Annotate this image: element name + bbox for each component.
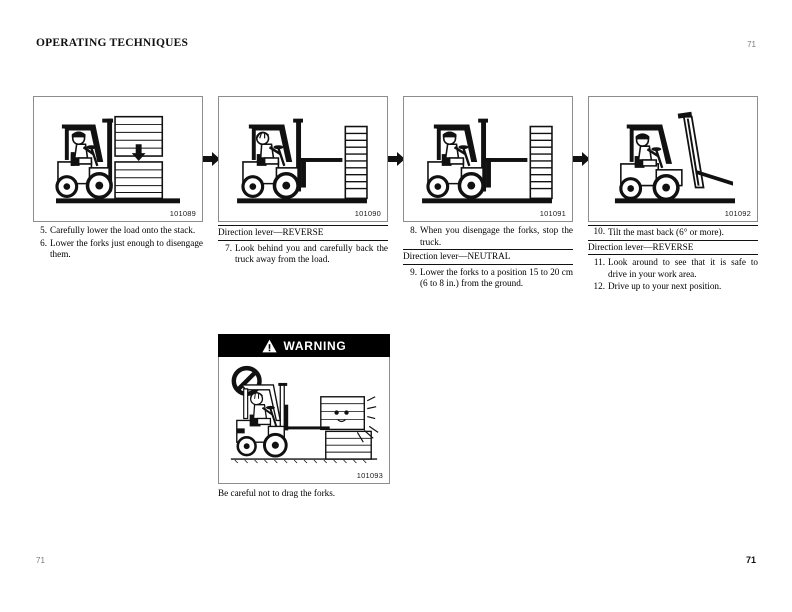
forklift-stopped-illustration: [422, 118, 553, 204]
forklift-mast-tilted-back-illustration: [614, 111, 735, 204]
list-item: 11. Look around to see that it is safe t…: [588, 257, 758, 280]
list-item-text: Lower the forks to a position 15 to 20 c…: [420, 266, 573, 289]
list-item-number: 11.: [593, 257, 605, 268]
list-item-number: 12.: [593, 281, 605, 292]
step-caption-row: 5. Carefully lower the load onto the sta…: [33, 225, 759, 320]
header-page-number: 71: [747, 40, 756, 49]
step-caption-column-4: 10. Tilt the mast back (6° or more). Dir…: [588, 225, 758, 294]
forklift-lowering-load-illustration: [55, 115, 180, 204]
page-title: OPERATING TECHNIQUES: [36, 37, 189, 49]
warning-triangle-icon: [261, 339, 277, 352]
list-item-text: Look around to see that it is safe to dr…: [608, 257, 758, 279]
figure-id-label: 101090: [354, 209, 381, 218]
figure-panel-101090: 101090: [218, 96, 388, 222]
figure-id-label: 101091: [539, 209, 566, 218]
step-caption-column-3: 8. When you disengage the forks, stop th…: [403, 225, 573, 291]
list-item-number: 5.: [40, 225, 47, 235]
figure-panel-101091: 101091: [403, 96, 573, 222]
list-item-text: Drive up to your next position.: [608, 281, 722, 292]
list-item: 9. Lower the forks to a position 15 to 2…: [403, 267, 573, 290]
list-item: 12. Drive up to your next position.: [588, 281, 758, 293]
figure-id-label: 101092: [724, 209, 751, 218]
direction-lever-heading: Direction lever—REVERSE: [218, 225, 388, 241]
warning-caption: Be careful not to drag the forks.: [218, 488, 336, 498]
step-figure-strip: 101089: [33, 96, 759, 222]
list-item: 6. Lower the forks just enough to diseng…: [33, 238, 203, 261]
list-item-text: Tilt the mast back (6° or more).: [608, 227, 724, 237]
step-figure-cell-3: 101091: [403, 96, 573, 222]
list-item-number: 9.: [410, 266, 417, 277]
list-item-number: 8.: [410, 225, 417, 235]
list-item-number: 6.: [40, 237, 47, 248]
right-arrow-icon: [388, 152, 405, 166]
step-caption-column-2: Direction lever—REVERSE 7. Look behind y…: [218, 225, 388, 267]
page-header: OPERATING TECHNIQUES 71: [36, 37, 756, 55]
list-item-text: Lower the forks just enough to disengage…: [50, 237, 203, 260]
figure-panel-101092: 101092: [588, 96, 758, 222]
step-arrow-2-to-3: [388, 149, 405, 169]
step-arrow-3-to-4: [573, 149, 590, 169]
right-arrow-icon: [203, 152, 220, 166]
list-item: 7. Look behind you and carefully back th…: [218, 243, 388, 266]
forklift-backing-away-illustration: [237, 118, 368, 204]
warning-label: WARNING: [283, 338, 347, 353]
right-arrow-icon: [573, 152, 590, 166]
list-item-text: Carefully lower the load onto the stack.: [50, 225, 196, 235]
direction-lever-heading: Direction lever—NEUTRAL: [403, 249, 573, 265]
warning-block: WARNING: [218, 334, 390, 484]
figure-id-label: 101093: [356, 471, 383, 480]
figure-panel-101093: 101093: [218, 357, 390, 484]
step-figure-cell-4: 101092: [588, 96, 758, 222]
figure-id-label: 101089: [169, 209, 196, 218]
footer-page-number-right: 71: [745, 555, 756, 565]
step-caption-column-1: 5. Carefully lower the load onto the sta…: [33, 225, 203, 262]
direction-lever-heading: Direction lever—REVERSE: [588, 239, 758, 256]
list-item-text: Look behind you and carefully back the t…: [235, 242, 388, 265]
figure-panel-101089: 101089: [33, 96, 203, 222]
list-item-number: 10.: [593, 226, 605, 236]
warning-banner: WARNING: [218, 334, 390, 357]
step-figure-cell-2: 101090: [218, 96, 388, 222]
footer-page-number-left: 71: [36, 556, 45, 565]
step-figure-cell-1: 101089: [33, 96, 203, 222]
list-item-text: When you disengage the forks, stop the t…: [420, 225, 573, 247]
forklift-dragging-forks-illustration: [230, 365, 379, 464]
list-item: 5. Carefully lower the load onto the sta…: [33, 225, 203, 237]
list-item-number: 7.: [225, 242, 232, 253]
list-item: 8. When you disengage the forks, stop th…: [403, 225, 573, 248]
list-item: 10. Tilt the mast back (6° or more).: [588, 225, 758, 239]
step-arrow-1-to-2: [203, 149, 220, 169]
